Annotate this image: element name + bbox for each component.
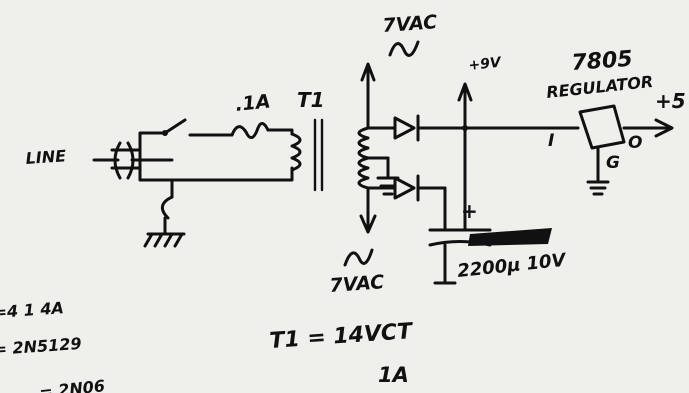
left-note-line1: =4 1 4A xyxy=(0,298,64,322)
rectifier-diode-bottom xyxy=(366,174,447,202)
ac-top-label: 7VAC xyxy=(382,11,438,37)
rail-voltage-label: +9V xyxy=(468,55,503,74)
chassis-ground-symbol xyxy=(143,195,186,248)
regulator-pin-in-label: I xyxy=(548,131,554,151)
capacitor-polarity-label: + xyxy=(461,199,478,223)
transformer-secondary-coil xyxy=(357,62,390,234)
transformer-primary-coil xyxy=(290,132,302,172)
regulator-pin-out-label: O xyxy=(628,133,642,153)
rectifier-diode-top xyxy=(366,114,467,142)
transformer-spec-line1: T1 = 14VCT xyxy=(269,319,415,354)
regulator-title-label: REGULATOR xyxy=(545,72,654,102)
transformer-core xyxy=(313,118,324,192)
ac-wave-bottom xyxy=(343,248,374,267)
dc-rail-9v xyxy=(457,82,580,230)
left-note-line3: = 2N06 xyxy=(38,376,105,393)
voltage-regulator-7805 xyxy=(578,104,674,196)
mains-plug-symbol xyxy=(92,141,174,199)
transformer-label: T1 xyxy=(297,88,325,112)
fuse-symbol xyxy=(230,122,270,140)
filter-capacitor-symbol xyxy=(428,186,552,285)
ac-wave-top xyxy=(388,40,420,57)
fuse-rating-label: .1A xyxy=(234,90,271,116)
ac-bottom-label: 7VAC xyxy=(329,271,385,297)
regulator-pin-gnd-label: G xyxy=(606,153,620,173)
capacitor-value-label: 2200µ 10V xyxy=(456,250,568,282)
line-label: LINE xyxy=(25,146,67,168)
transformer-spec-line2: 1A xyxy=(378,363,409,387)
regulator-part-label: 7805 xyxy=(571,47,634,76)
left-note-line2: = 2N5129 xyxy=(0,334,82,359)
output-voltage-label: +5 xyxy=(655,89,686,113)
primary-circuit-wires xyxy=(138,118,294,182)
